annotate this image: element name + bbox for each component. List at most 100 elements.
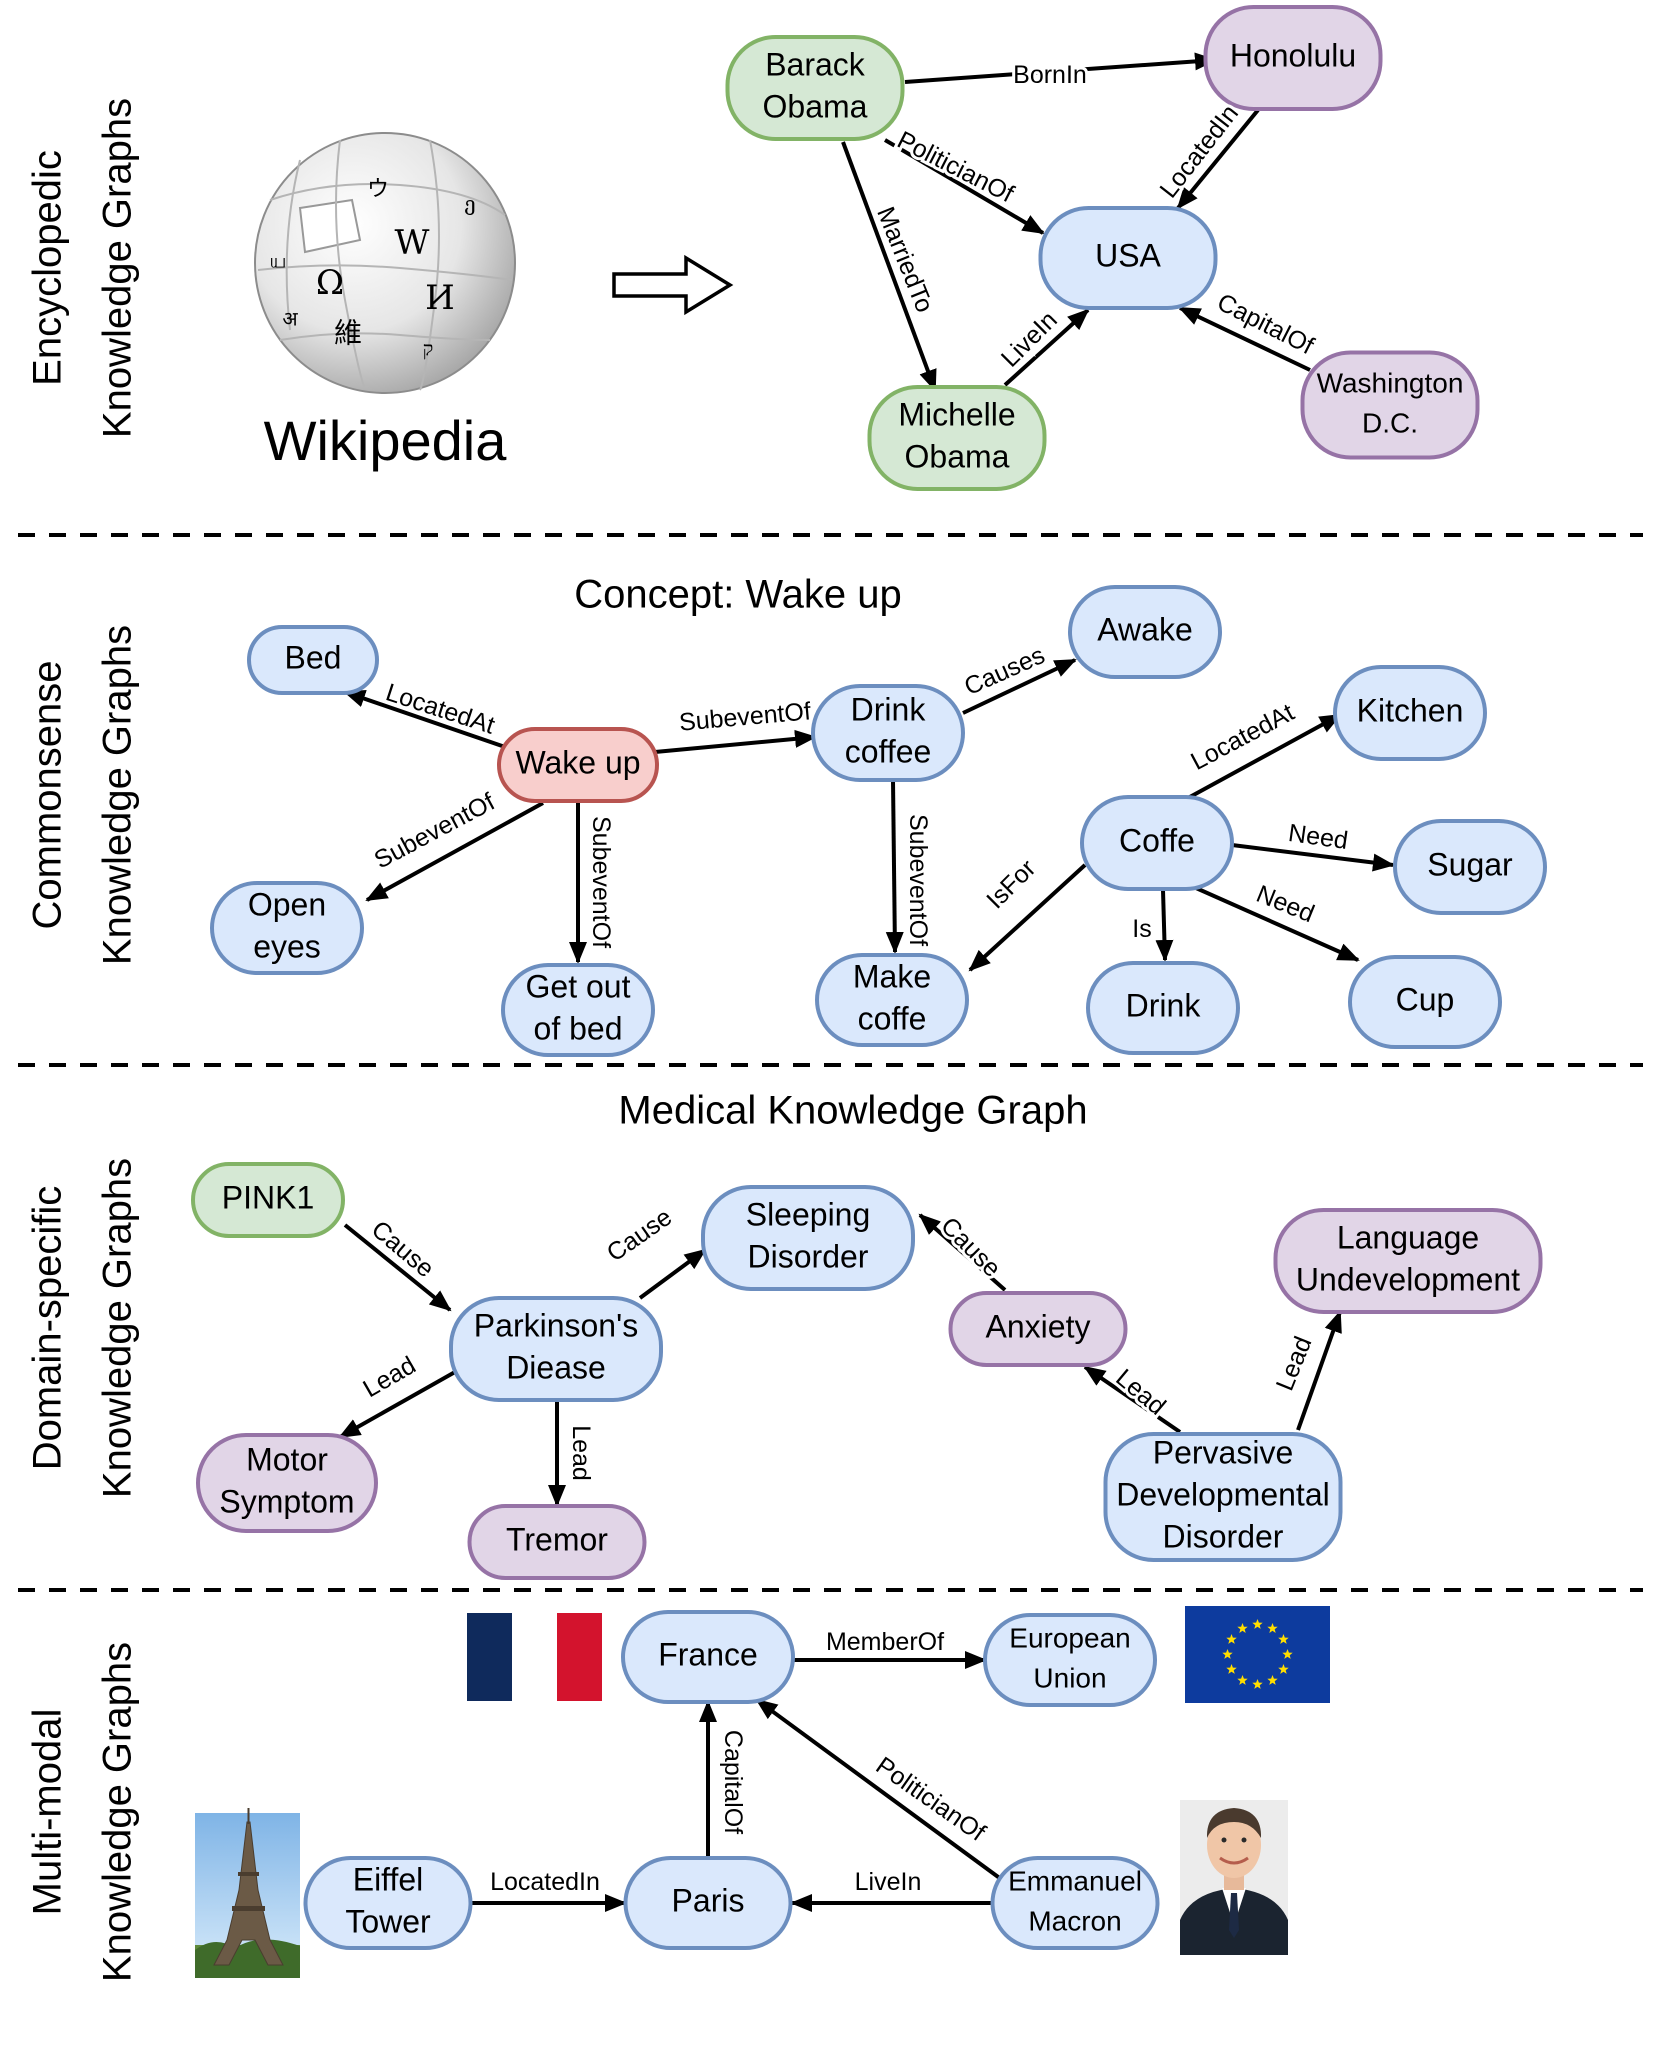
wikipedia-title: Wikipedia	[264, 409, 508, 472]
node-label-macron-0: Emmanuel	[1008, 1865, 1142, 1896]
node-bed: Bed	[247, 625, 379, 695]
edge-pervasive_anxiety	[1083, 1365, 1182, 1434]
edge-label-obama_michelle: MarriedTo	[871, 203, 939, 317]
edge-label-honolulu_usa: LocatedIn	[1154, 99, 1244, 203]
edge-wakeup_bed	[343, 689, 509, 750]
edge-macron_france	[755, 1698, 1007, 1884]
edge-obama_michelle	[841, 141, 937, 392]
edge-anxiety_sleeping	[918, 1213, 1007, 1292]
node-label-france-0: France	[658, 1636, 758, 1672]
node-label-drink-0: Drink	[1126, 987, 1202, 1023]
graph-nodes: BarackObamaHonoluluUSAMichelleObamaWashi…	[191, 5, 1547, 1950]
node-label-bed-0: Bed	[285, 639, 342, 675]
node-label-kitchen-0: Kitchen	[1357, 692, 1464, 728]
node-makecoffe: Make coffe	[815, 953, 969, 1047]
node-label-michelle-1: Obama	[905, 438, 1010, 474]
edge-label-coffe_makecoffe: IsFor	[981, 854, 1041, 914]
node-label-pervasive-2: Disorder	[1163, 1518, 1284, 1554]
node-label-eiffel-0: Eiffel	[353, 1861, 424, 1897]
svg-text:ק: ק	[423, 337, 434, 361]
node-cup: Cup	[1348, 955, 1502, 1049]
edge-wakeup_drinkcoffee	[654, 729, 817, 754]
node-label-wakeup-0: Wake up	[515, 744, 640, 780]
node-label-getoutofbed-1: of bed	[534, 1010, 623, 1046]
node-label-drinkcoffee-0: Drink	[851, 691, 927, 727]
node-label-parkinsons-1: Diease	[506, 1349, 606, 1385]
node-label-usa-0: USA	[1095, 237, 1161, 273]
node-tremor: Tremor	[467, 1504, 647, 1580]
edge-drinkcoffee_awake	[962, 658, 1077, 715]
node-label-cup-0: Cup	[1396, 981, 1455, 1017]
node-label-pervasive-1: Developmental	[1116, 1476, 1329, 1512]
node-france: France	[621, 1610, 795, 1704]
node-kitchen: Kitchen	[1333, 665, 1487, 761]
edge-label-eiffel_paris: LocatedIn	[490, 1868, 600, 1896]
node-label-eu-0: European	[1009, 1622, 1130, 1653]
edge-label-france_eu: MemberOf	[826, 1628, 944, 1656]
edge-coffe_sugar	[1231, 843, 1395, 872]
node-honolulu: Honolulu	[1203, 5, 1383, 111]
edge-pink1_parkinsons	[343, 1223, 452, 1312]
node-label-awake-0: Awake	[1097, 611, 1192, 647]
node-usa: USA	[1038, 206, 1218, 310]
node-paris: Paris	[623, 1856, 793, 1950]
section-label-domain-0: Domain-specific	[26, 1186, 70, 1471]
node-label-anxiety-0: Anxiety	[986, 1308, 1091, 1344]
section-label-commonsense-0: Commonsense	[26, 660, 70, 929]
node-label-drinkcoffee-1: coffee	[845, 733, 932, 769]
svg-text:ე: ე	[464, 192, 475, 216]
edge-honolulu_usa	[1176, 108, 1260, 210]
macron-portrait-photo	[1180, 1800, 1288, 1955]
node-label-michelle-0: Michelle	[898, 396, 1015, 432]
edge-label-coffe_drink: Is	[1132, 915, 1151, 943]
section-label-multimodal-0: Multi-modal	[26, 1709, 70, 1916]
svg-text:Ω: Ω	[316, 263, 344, 303]
edge-coffe_drink	[1155, 889, 1174, 962]
graph-edges	[338, 52, 1395, 1912]
node-label-makecoffe-0: Make	[853, 958, 931, 994]
node-label-getoutofbed-0: Get out	[526, 968, 631, 1004]
edge-wakeup_openeyes	[365, 801, 544, 902]
edge-label-parkinsons_tremor: Lead	[567, 1425, 595, 1481]
node-sugar: Sugar	[1393, 819, 1547, 915]
node-label-pervasive-0: Pervasive	[1153, 1434, 1294, 1470]
node-label-sleeping-1: Disorder	[748, 1238, 869, 1274]
node-label-pink1-0: PINK1	[222, 1179, 314, 1215]
section-label-encyclopedic-0: Encyclopedic	[26, 150, 70, 386]
node-label-openeyes-0: Open	[248, 886, 326, 922]
section-label-domain-1: Knowledge Graphs	[96, 1158, 140, 1498]
node-label-coffe-0: Coffe	[1119, 822, 1195, 858]
edge-parkinsons_sleeping	[638, 1248, 707, 1300]
edge-label-coffe_kitchen: LocatedAt	[1186, 698, 1299, 776]
edge-parkinsons_motor	[338, 1370, 456, 1439]
eiffel-tower-photo	[195, 1808, 300, 1978]
french-flag-icon	[467, 1613, 602, 1701]
node-label-eu-1: Union	[1033, 1662, 1106, 1693]
node-label-obama-1: Obama	[763, 88, 868, 124]
node-label-eiffel-1: Tower	[345, 1903, 431, 1939]
edge-label-drinkcoffee_makecoffe: SubeventOf	[904, 814, 932, 946]
edge-label-wakeup_drinkcoffee: SubeventOf	[678, 697, 812, 736]
edge-michelle_usa	[1003, 308, 1090, 387]
edge-pervasive_language	[1296, 1310, 1342, 1431]
node-label-washington-0: Washington	[1317, 367, 1464, 398]
node-label-makecoffe-1: coffe	[858, 1000, 927, 1036]
edge-drinkcoffee_makecoffe	[885, 779, 904, 954]
svg-text:ய: ய	[269, 249, 286, 273]
edge-obama_usa	[883, 138, 1045, 235]
node-label-sugar-0: Sugar	[1427, 846, 1513, 882]
edge-coffe_cup	[1195, 886, 1360, 962]
edge-label-obama_usa: PoliticianOf	[893, 126, 1018, 208]
node-label-openeyes-1: eyes	[253, 928, 321, 964]
node-label-motor-1: Symptom	[219, 1483, 354, 1519]
